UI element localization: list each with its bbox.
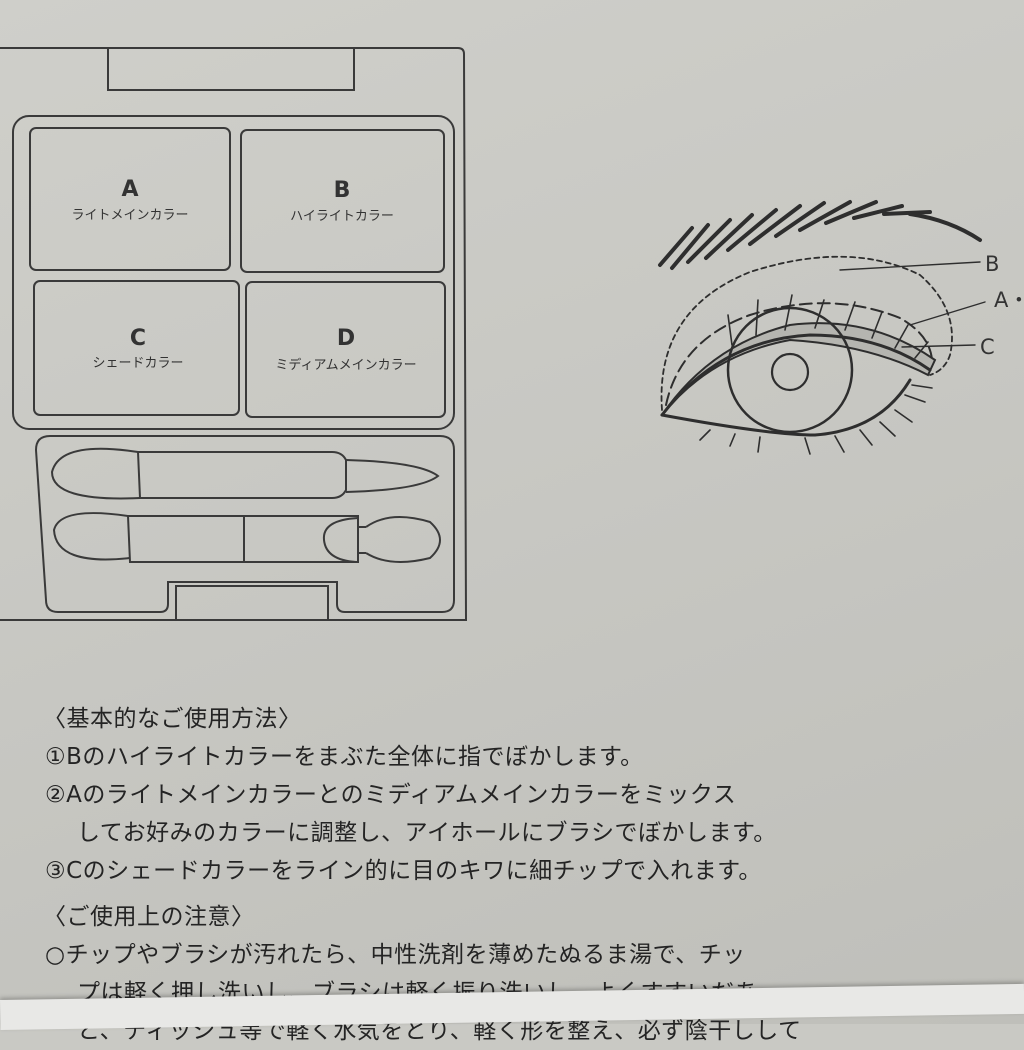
usage-title: 〈基本的なご使用方法〉 [43,706,302,732]
palette-diagram: A ライトメインカラー B ハイライトカラー C シェードカラー D ミディアム… [0,47,468,621]
well-d-name: ミディアムメインカラー [275,357,416,373]
well-b-name: ハイライトカラー [290,209,394,224]
printed-paper [0,0,1024,1024]
well-a: A ライトメインカラー [29,127,231,271]
usage-step-1: ①Bのハイライトカラーをまぶた全体に指でぼかします。 [45,744,644,770]
eyebrow [658,200,982,270]
caution-line-1: ○チップやブラシが汚れたら、中性洗剤を薄めたぬるま湯で、チッ [45,942,746,968]
well-a-letter: A [121,177,138,202]
eye-label-a: A・ [994,288,1024,312]
well-b: B ハイライトカラー [240,129,445,273]
well-c-letter: C [130,326,146,351]
usage-step-2: ②Aのライトメインカラーとのミディアムメインカラーをミックス [45,782,737,808]
well-b-letter: B [334,178,351,203]
usage-step-2-cont: してお好みのカラーに調整し、アイホールにブラシでぼかします。 [77,820,777,846]
well-d: D ミディアムメインカラー [245,281,446,418]
cautions-title: 〈ご使用上の注意〉 [43,904,255,930]
well-a-name: ライトメインカラー [71,208,188,223]
well-c: C シェードカラー [33,280,240,416]
well-d-letter: D [337,326,355,351]
eye-application-diagram: B A・ C [658,200,1024,455]
eye-label-b: B [985,252,999,276]
eye-label-c: C [980,335,995,359]
usage-step-3: ③Cのシェードカラーをライン的に目のキワに細チップで入れます。 [45,858,762,884]
well-c-name: シェードカラー [92,356,183,371]
